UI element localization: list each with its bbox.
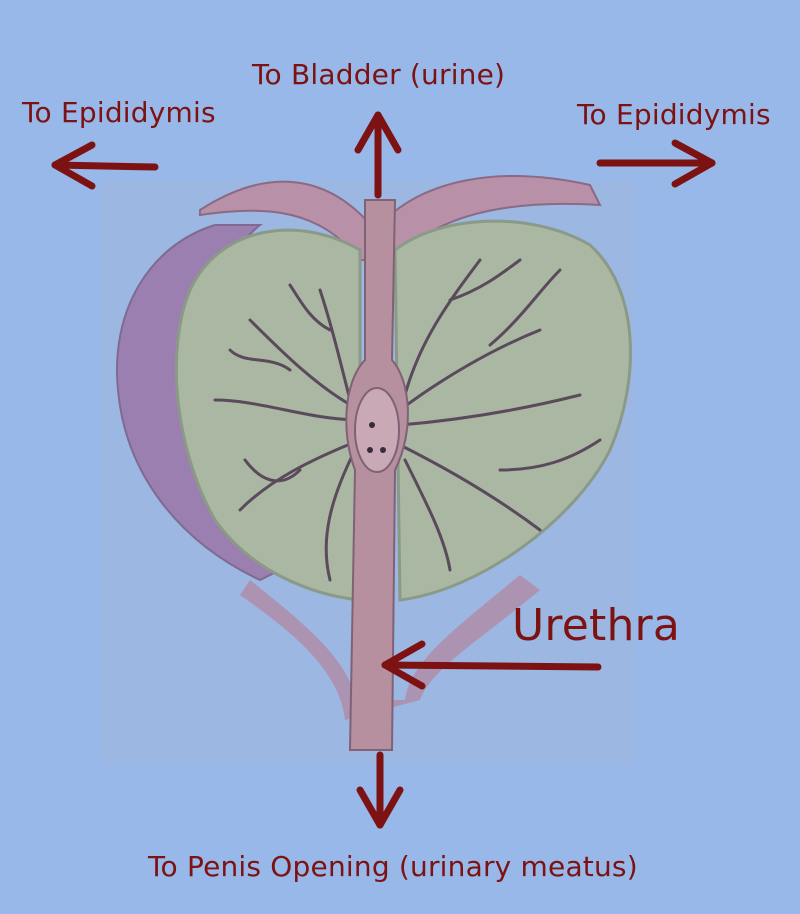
arrow-to-epididymis-left bbox=[51, 141, 159, 190]
label-to-epididymis-left: To Epididymis bbox=[22, 96, 216, 129]
label-to-bladder: To Bladder (urine) bbox=[252, 58, 506, 91]
duct-opening bbox=[367, 447, 373, 453]
label-urethra: Urethra bbox=[512, 600, 680, 651]
capsule-bottom bbox=[240, 575, 540, 720]
arrow-to-bladder bbox=[354, 111, 402, 199]
bladder-neck-tissue bbox=[199, 175, 602, 261]
label-to-epididymis-right: To Epididymis bbox=[577, 98, 771, 131]
label-to-penis-opening: To Penis Opening (urinary meatus) bbox=[148, 850, 638, 883]
right-ducts bbox=[398, 258, 602, 572]
left-lobe bbox=[174, 228, 362, 602]
duct-opening bbox=[369, 422, 375, 428]
arrow-to-penis-opening bbox=[356, 751, 404, 829]
arrow-to-epididymis-right bbox=[596, 139, 716, 188]
urethra-tube bbox=[345, 199, 409, 751]
arrow-urethra bbox=[381, 640, 602, 690]
duct-opening bbox=[380, 447, 386, 453]
verumontanum bbox=[354, 387, 400, 473]
